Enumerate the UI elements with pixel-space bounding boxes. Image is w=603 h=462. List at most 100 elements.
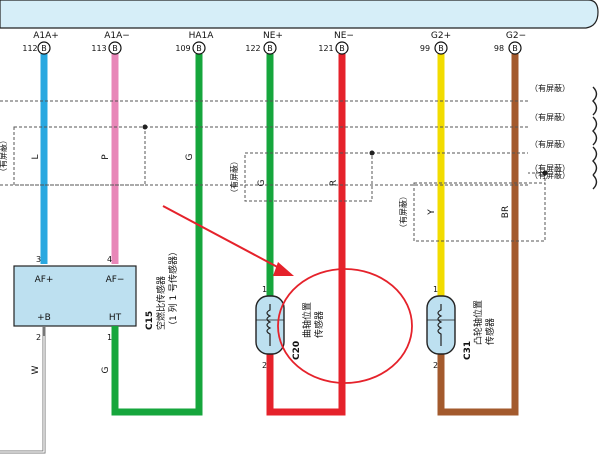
ecu-header: [0, 0, 599, 29]
wire-code-ne-plus: G: [257, 179, 267, 186]
shield-dot-c31: [542, 170, 548, 176]
annotation-arrow-shaft: [162, 205, 284, 271]
c15-pin-ht: HT: [109, 313, 122, 323]
c15-num-2: 2: [36, 333, 41, 342]
c20-coil-icon: [266, 304, 272, 346]
c15-box: [13, 265, 137, 327]
badge-g2-minus: B: [508, 41, 522, 55]
terminal-name-g2-plus: G2+: [431, 31, 451, 41]
shield-box-c31: [413, 182, 546, 242]
c15-num-4: 4: [107, 255, 112, 264]
c15-pin-af-plus: AF+: [35, 275, 54, 285]
terminal-pin-122: 122: [245, 44, 260, 53]
c15-sensor: 3 4 2 1 AF+ AF− +B HT C15 空燃比传感器 （1 列 1 …: [13, 247, 179, 342]
terminal-name-a1a-minus: A1A−: [104, 31, 130, 41]
annotation-highlight: [162, 205, 413, 384]
shield-right-labels: （有屏蔽） （有屏蔽） （有屏蔽） （有屏蔽） （有屏蔽）: [530, 83, 598, 190]
svg-text:B: B: [339, 44, 345, 53]
wire-b-out: [0, 336, 46, 454]
wire-code-b-out: W: [31, 365, 41, 374]
svg-text:B: B: [512, 44, 518, 53]
c20-num-1: 1: [262, 285, 267, 294]
terminal-pin-121: 121: [318, 44, 333, 53]
wire-code-ne-minus: R: [329, 180, 339, 186]
c20-sensor: 1 2 C20 曲轴位置 传感器: [255, 285, 325, 370]
c20-num-2: 2: [262, 361, 267, 370]
shield-bracket-2: [592, 116, 598, 146]
wire-code-ha1a: G: [185, 153, 195, 160]
terminal-pin-99: 99: [420, 44, 430, 53]
shield-side-label-c15: （有屏蔽）: [0, 136, 8, 176]
shield-junctions: [142, 124, 548, 176]
wire-b-out-inner: [0, 336, 45, 453]
terminal-name-a1a-plus: A1A+: [33, 31, 59, 41]
c15-pin-b: +B: [37, 313, 51, 323]
c15-name: 空燃比传感器: [155, 276, 167, 330]
c31-coil-icon: [437, 304, 443, 346]
wire-codes: L P G G R Y BR G W: [31, 153, 511, 374]
wires: [0, 54, 519, 454]
shield-label-2: （有屏蔽）: [530, 112, 570, 122]
shield-bracket-3: [592, 146, 598, 176]
shield-box-c20: [244, 152, 373, 202]
wire-code-g2-plus: Y: [427, 209, 437, 216]
wire-code-a1a-plus: L: [31, 154, 41, 159]
c20-name-line2: 传感器: [313, 311, 325, 338]
c20-body: [255, 295, 285, 355]
shield-label-4: （有屏蔽）: [530, 163, 570, 173]
shield-lines: [0, 100, 546, 242]
terminal-pin-113: 113: [91, 44, 106, 53]
shield-box-c15: [13, 126, 146, 186]
c31-num-2: 2: [433, 361, 438, 370]
c31-body: [426, 295, 456, 355]
svg-text:B: B: [41, 44, 47, 53]
shield-side-label-c31: （有屏蔽）: [398, 192, 408, 232]
svg-text:B: B: [267, 44, 273, 53]
c31-name-line2: 传感器: [484, 318, 496, 345]
svg-text:B: B: [438, 44, 444, 53]
svg-text:B: B: [196, 44, 202, 53]
shield-label-5: （有屏蔽）: [530, 170, 570, 180]
wire-code-g2-minus: BR: [501, 206, 511, 218]
c20-code: C20: [292, 341, 302, 360]
shield-dot-c20: [369, 150, 375, 156]
shield-dot-c15: [142, 124, 148, 130]
terminal-pin-109: 109: [175, 44, 190, 53]
terminal-name-ne-plus: NE+: [263, 31, 283, 41]
wire-g2-minus: [437, 54, 519, 416]
c31-sensor: 1 2 C31 凸轮轴位置 传感器: [426, 285, 496, 370]
c15-sub: （1 列 1 号传感器）: [167, 247, 179, 330]
annotation-arrow-head: [273, 262, 294, 276]
c31-name-line1: 凸轮轴位置: [472, 300, 484, 345]
c15-num-3: 3: [36, 255, 41, 264]
c15-pin-af-minus: AF−: [106, 275, 125, 285]
c15-code: C15: [145, 311, 155, 330]
shield-label-3: （有屏蔽）: [530, 139, 570, 149]
terminal-name-g2-minus: G2−: [506, 31, 526, 41]
c20-name-line1: 曲轴位置: [301, 302, 313, 338]
c31-code: C31: [463, 341, 473, 360]
annotation-circle: [277, 268, 413, 384]
terminal-labels: A1A+ A1A− HA1A NE+ NE− G2+ G2− 112 113 1…: [22, 31, 526, 53]
wire-code-ht-out: G: [101, 366, 111, 373]
shield-bracket-1: [592, 86, 598, 116]
badge-g2-plus: B: [434, 41, 448, 55]
wire-ha1a: [111, 54, 203, 416]
shield-side-label-c20: （有屏蔽）: [229, 157, 239, 197]
terminal-name-ha1a: HA1A: [189, 31, 215, 41]
wire-code-a1a-minus: P: [101, 154, 111, 160]
badge-a1a-minus: B: [108, 41, 122, 55]
c31-num-1: 1: [433, 285, 438, 294]
badge-a1a-plus: B: [37, 41, 51, 55]
c15-num-1: 1: [107, 333, 112, 342]
shield-bracket-4: [592, 174, 598, 190]
terminal-badges: B B B B B B B: [37, 41, 522, 55]
wire-ne-minus: [266, 54, 346, 416]
badge-ne-minus: B: [335, 41, 349, 55]
terminal-name-ne-minus: NE−: [334, 31, 354, 41]
badge-ne-plus: B: [263, 41, 277, 55]
shield-label-1: （有屏蔽）: [530, 83, 570, 93]
terminal-pin-98: 98: [494, 44, 504, 53]
badge-ha1a: B: [192, 41, 206, 55]
